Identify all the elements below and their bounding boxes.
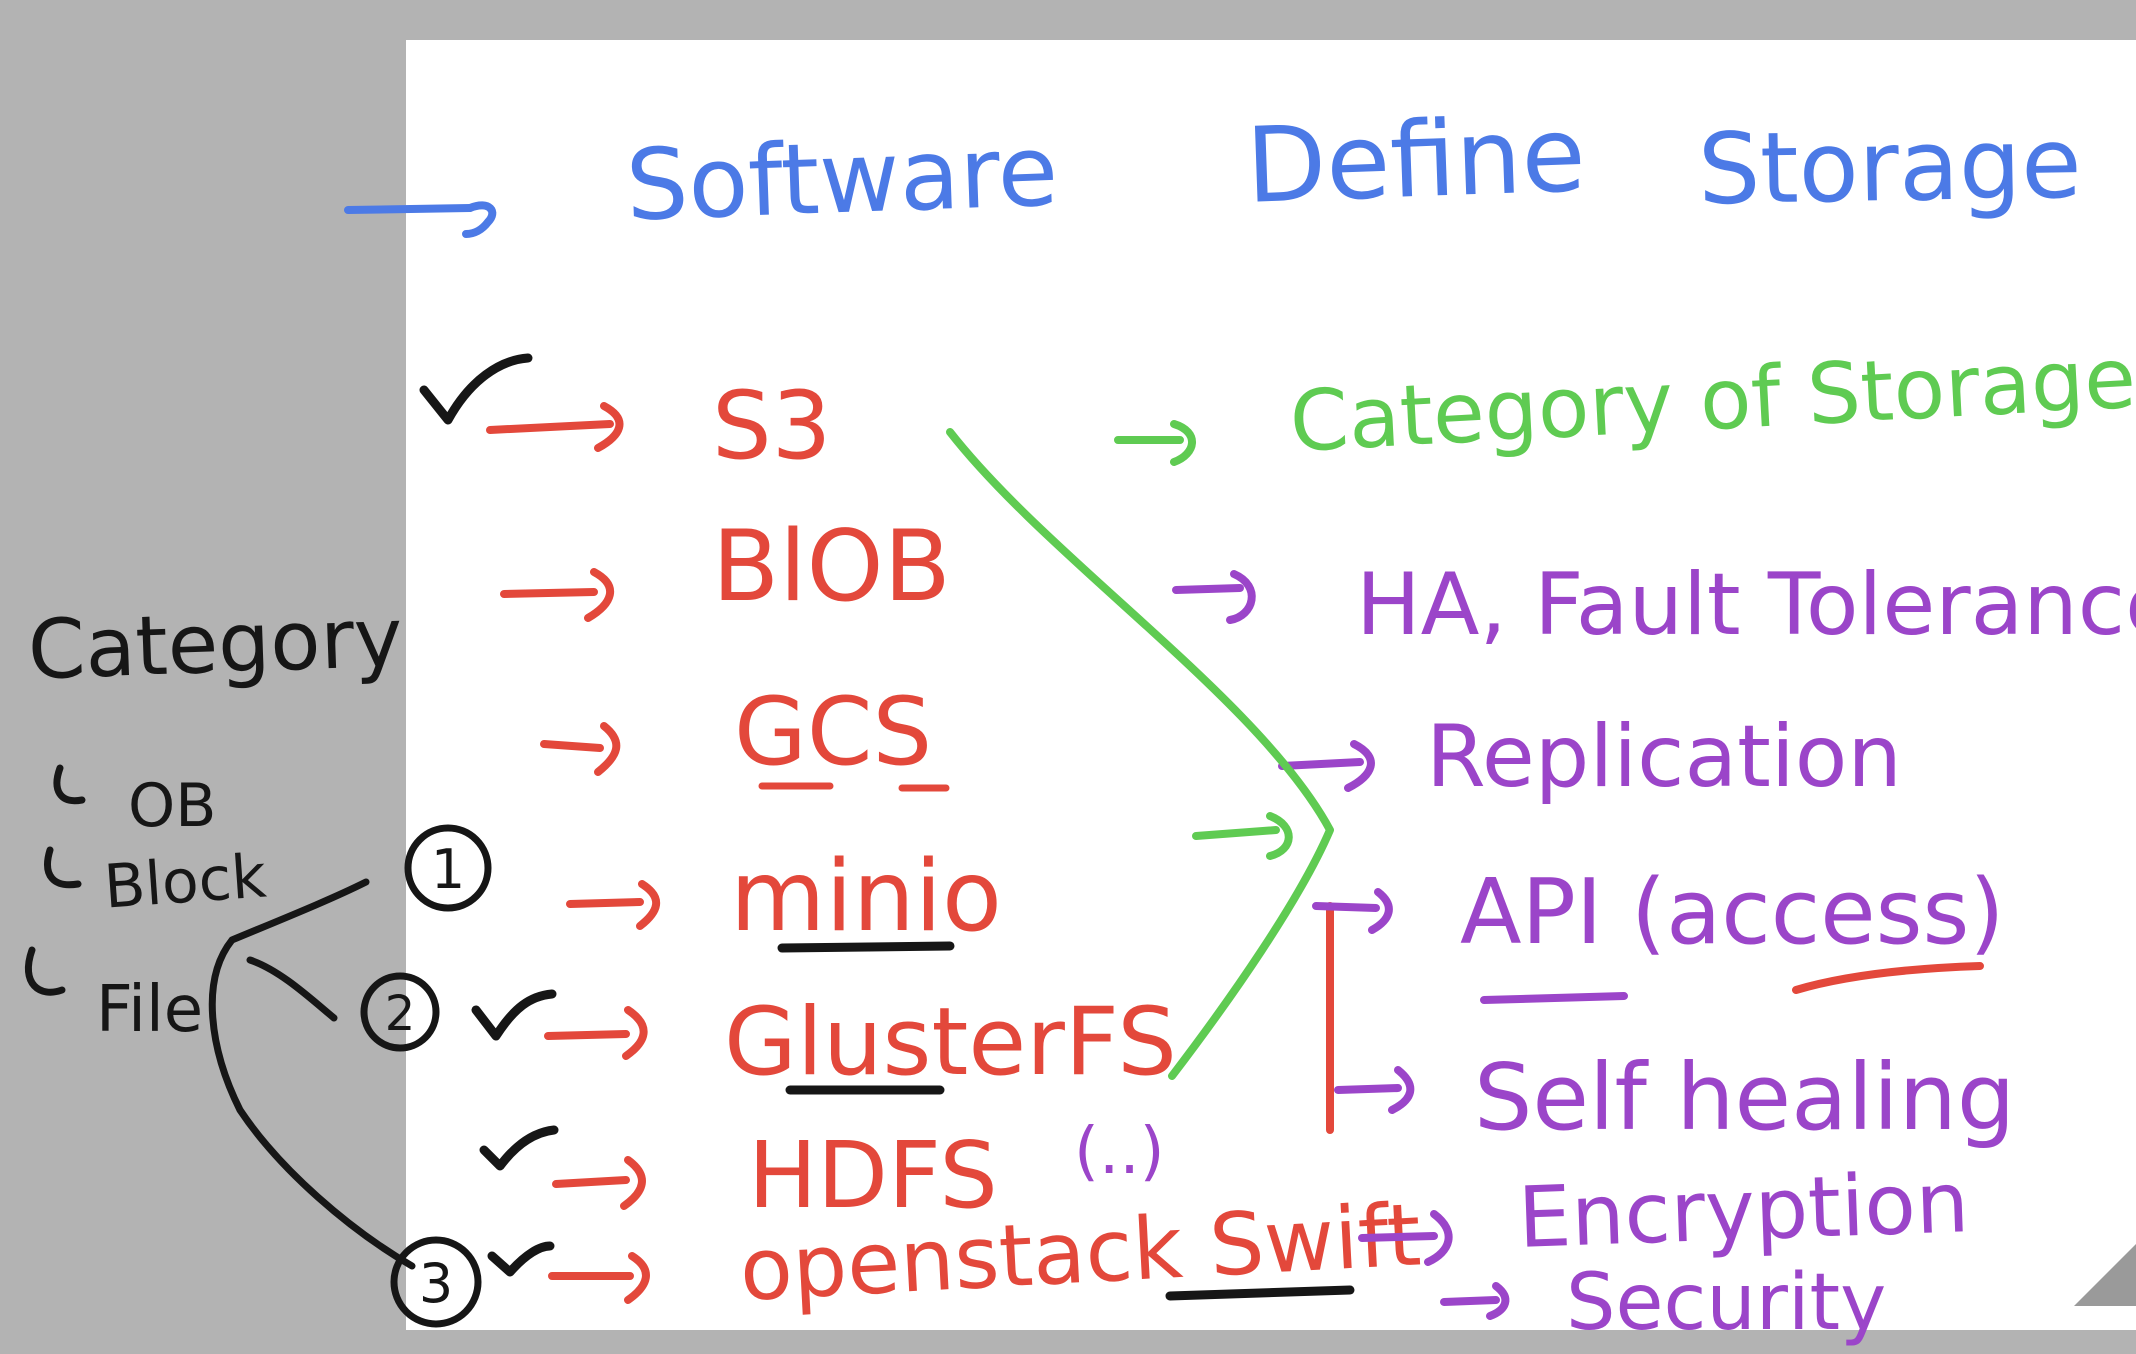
category-connector bbox=[208, 878, 416, 1270]
check-swift bbox=[487, 1241, 555, 1277]
circled-number-3: 3 bbox=[390, 1236, 482, 1328]
page-curl-corner bbox=[2074, 1244, 2136, 1306]
arrow-api bbox=[1312, 888, 1393, 934]
arrow-encryption bbox=[1358, 1210, 1453, 1266]
storage-item-hdfs: HDFS bbox=[748, 1122, 998, 1229]
arrow-replication bbox=[1278, 740, 1375, 792]
svg-text:2: 2 bbox=[385, 986, 416, 1042]
storage-item-blob: BlOB bbox=[712, 510, 951, 624]
category-item-ob: OB bbox=[128, 771, 217, 841]
arrow-category-of-storage bbox=[1114, 420, 1196, 466]
storage-item-s3: S3 bbox=[712, 372, 832, 481]
arrow-security bbox=[1440, 1282, 1510, 1320]
storage-item-glusterfs: GlusterFS bbox=[724, 988, 1177, 1097]
arrow-self-healing bbox=[1334, 1066, 1415, 1114]
storage-item-gcs: GCS bbox=[734, 678, 933, 787]
api-underline bbox=[1480, 992, 1628, 1004]
svg-text:1: 1 bbox=[431, 838, 465, 901]
arrow-title bbox=[344, 201, 497, 238]
category-item-file: File bbox=[96, 973, 204, 1047]
hook-file bbox=[24, 946, 66, 996]
check-s3 bbox=[419, 353, 533, 425]
storage-item-minio: minio bbox=[730, 840, 1002, 954]
connector-branch-2 bbox=[246, 956, 338, 1022]
green-brace-curve bbox=[946, 428, 1334, 1080]
hdfs-note: (..) bbox=[1074, 1115, 1165, 1189]
arrow-minio bbox=[566, 880, 661, 930]
feature-replication: Replication bbox=[1426, 707, 1902, 807]
circled-number-2: 2 bbox=[360, 972, 440, 1052]
circled-number-1: 1 bbox=[404, 824, 492, 912]
arrow-hdfs bbox=[552, 1156, 646, 1210]
svg-text:3: 3 bbox=[419, 1252, 453, 1315]
swift-underline bbox=[1165, 1285, 1355, 1301]
hook-block bbox=[44, 846, 82, 889]
arrow-swift bbox=[548, 1252, 650, 1304]
check-glusterfs bbox=[471, 989, 557, 1041]
arrow-blob bbox=[500, 568, 615, 622]
arrow-to-curve bbox=[1192, 812, 1293, 860]
feature-api-access: API (access) bbox=[1460, 860, 2005, 965]
feature-ha-fault-tolerance: HA, Fault Tolerance bbox=[1356, 555, 2136, 655]
check-hdfs bbox=[479, 1125, 559, 1171]
arrow-gcs bbox=[540, 722, 621, 776]
hook-ob bbox=[53, 764, 86, 805]
access-underline bbox=[1792, 962, 1984, 994]
arrow-ha bbox=[1172, 570, 1256, 624]
feature-self-healing: Self healing bbox=[1474, 1044, 2016, 1151]
arrow-s3 bbox=[486, 402, 624, 452]
arrow-glusterfs bbox=[544, 1006, 648, 1060]
gcs-underline bbox=[758, 782, 950, 792]
note-sheet bbox=[406, 40, 2136, 1330]
minio-underline bbox=[777, 941, 955, 953]
feature-security: Security bbox=[1566, 1258, 1887, 1348]
